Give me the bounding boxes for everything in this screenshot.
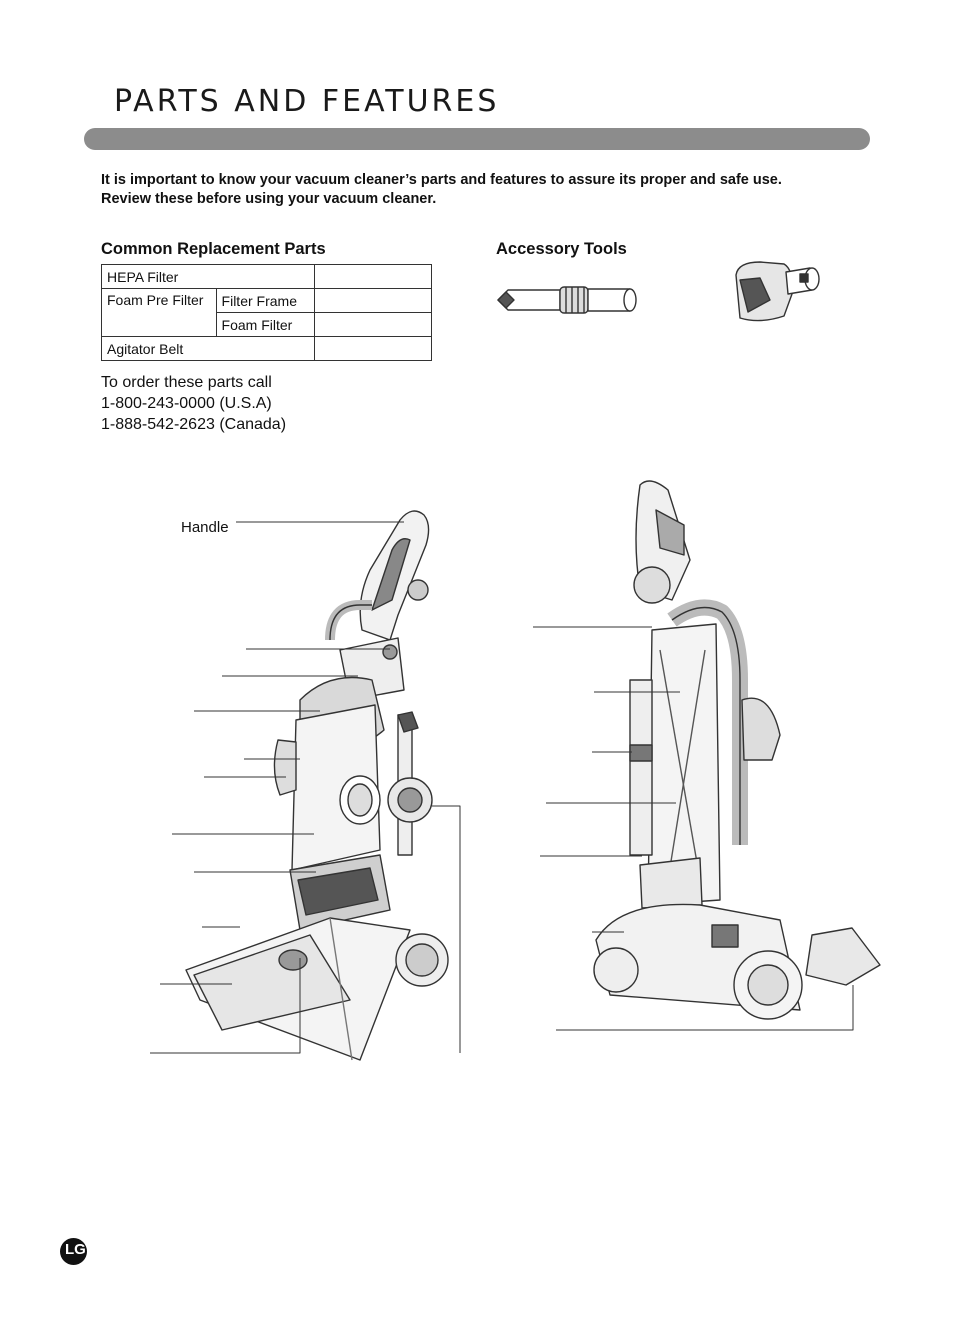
part-filter-frame: Filter Frame [215,288,316,313]
part-hepa-filter: HEPA Filter [101,264,315,289]
table-row: Foam Pre Filter Filter Frame [101,288,432,337]
table-row: HEPA Filter [101,264,432,289]
upholstery-tool-icon [735,261,820,322]
intro-text: It is important to know your vacuum clea… [101,171,881,209]
part-number-cell [314,288,432,313]
part-number-cell [314,336,432,361]
intro-line-2: Review these before using your vacuum cl… [101,191,437,207]
replacement-parts-table: HEPA Filter Foam Pre Filter Filter Frame… [101,264,432,361]
order-phone-usa: 1-800-243-0000 (U.S.A) [101,395,272,412]
lg-logo: LG [60,1238,87,1265]
order-line-1: To order these parts call [101,374,272,391]
accessory-tools-heading: Accessory Tools [496,240,627,258]
label-handle: Handle [181,519,229,536]
table-row: Agitator Belt [101,336,432,361]
part-agitator-belt: Agitator Belt [101,336,315,361]
callout-lines-left [150,521,461,1054]
part-foam-pre-filter: Foam Pre Filter [101,288,217,337]
replacement-parts-heading: Common Replacement Parts [101,240,326,258]
intro-line-1: It is important to know your vacuum clea… [101,172,782,188]
order-info: To order these parts call 1-800-243-0000… [101,372,286,435]
title-bar [84,128,870,150]
order-phone-canada: 1-888-542-2623 (Canada) [101,416,287,433]
lg-logo-mark: LG [65,1241,86,1258]
crevice-tool-icon [497,286,637,314]
vacuum-front-view [185,510,449,1061]
page-title: PARTS AND FEATURES [114,84,500,119]
vacuum-rear-view [593,480,881,1020]
callout-lines-right [533,626,854,1031]
